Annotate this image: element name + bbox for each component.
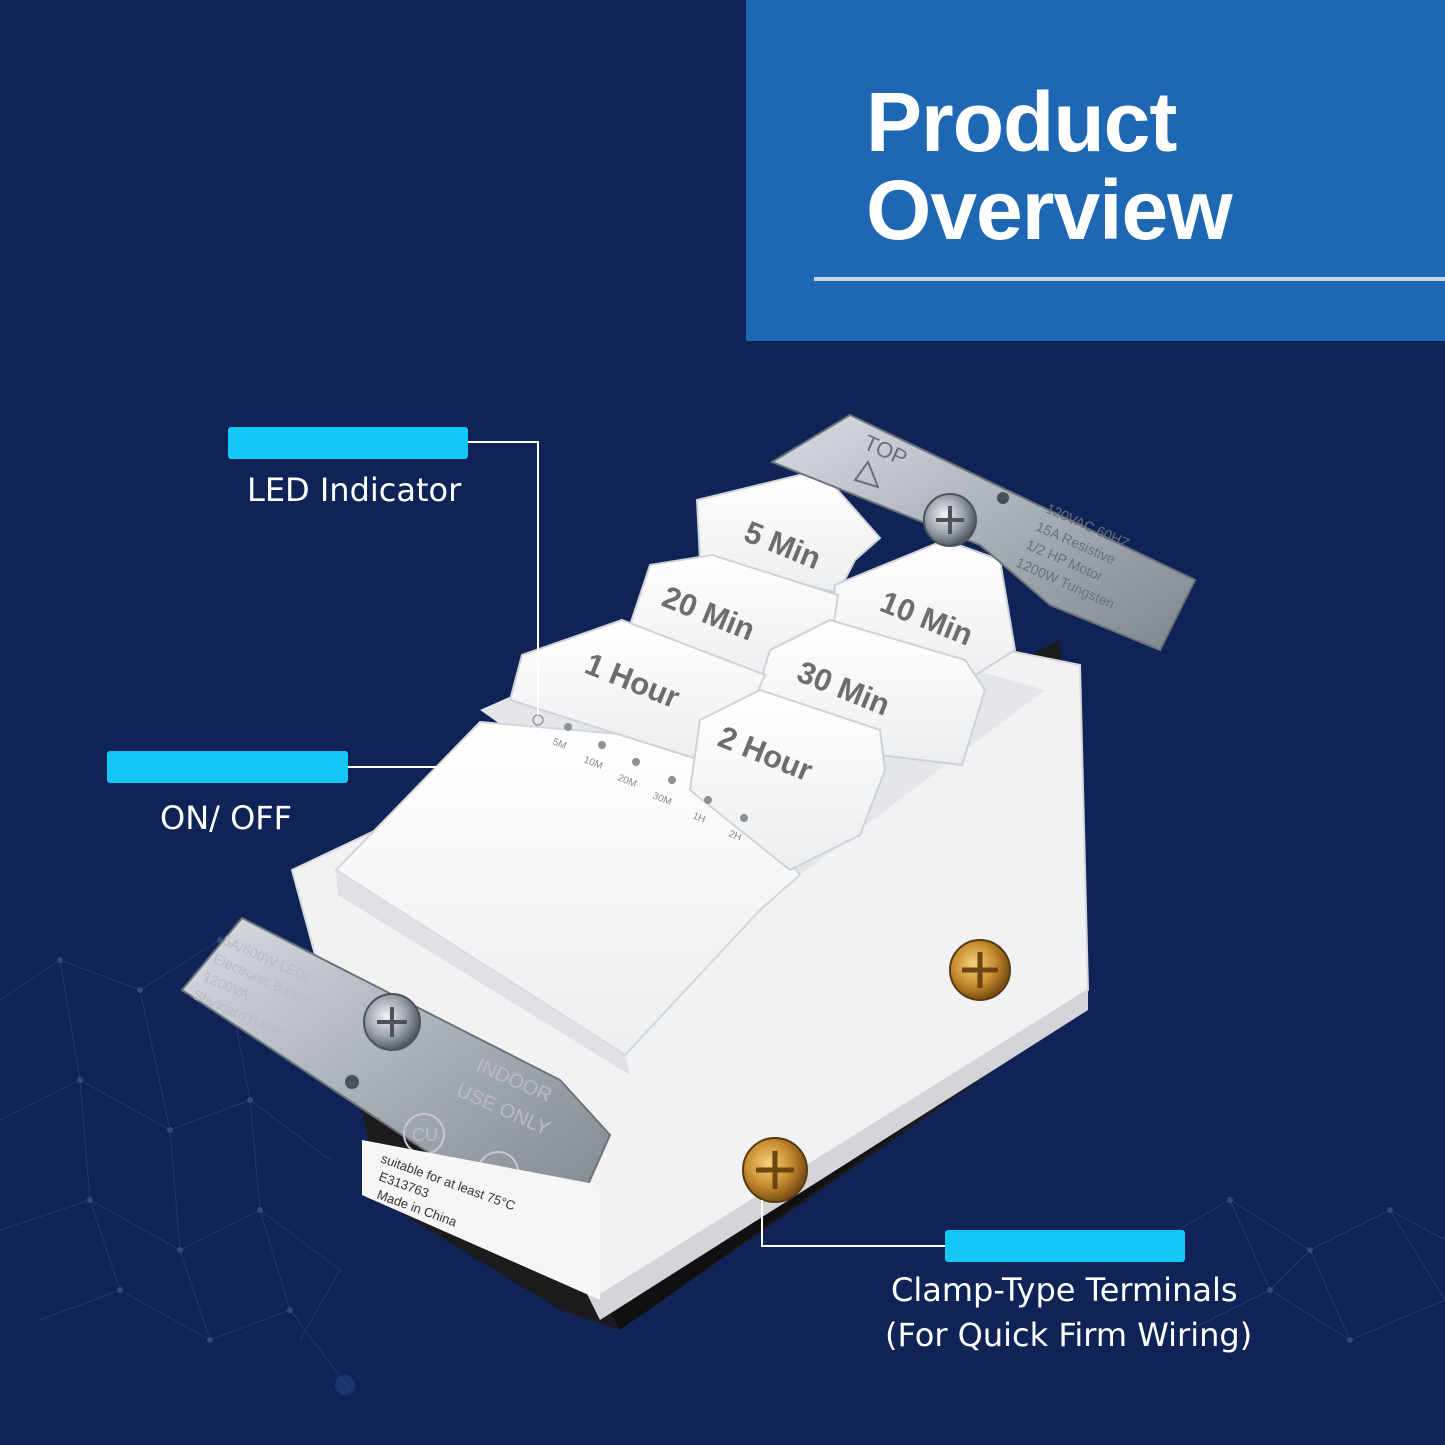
terminals-label-2: (For Quick Firm Wiring) <box>885 1316 1253 1354</box>
title-line-1: Product <box>866 75 1177 169</box>
timer-keys: 5 Min 10 Min 20 Min 30 Min 1 Hour 2 Hour <box>508 468 1017 872</box>
terminals-label-1: Clamp-Type Terminals <box>891 1271 1238 1309</box>
led-20m <box>632 758 640 766</box>
led-2h <box>740 814 748 822</box>
led-label-5m: 5M <box>551 737 568 752</box>
led-30m <box>668 776 676 784</box>
led-1h <box>704 796 712 804</box>
title-panel <box>746 0 1445 341</box>
top-arrow-icon <box>853 459 880 489</box>
led-10m <box>598 741 606 749</box>
led-callout-bar <box>228 427 468 459</box>
callout-lines <box>348 441 945 1247</box>
led-5m <box>564 723 572 731</box>
terminals-callout-bar <box>945 1230 1185 1262</box>
led-label-1h: 1H <box>691 811 707 826</box>
clamp-terminals <box>742 939 1011 1203</box>
led-indicator-label: LED Indicator <box>247 471 462 509</box>
cu-label: CU <box>412 1125 438 1145</box>
title-divider <box>814 277 1445 281</box>
onoff-callout-bar <box>107 751 348 783</box>
title-line-2: Overview <box>866 163 1233 257</box>
onoff-label: ON/ OFF <box>160 799 293 837</box>
led-label-2h: 2H <box>727 829 743 844</box>
